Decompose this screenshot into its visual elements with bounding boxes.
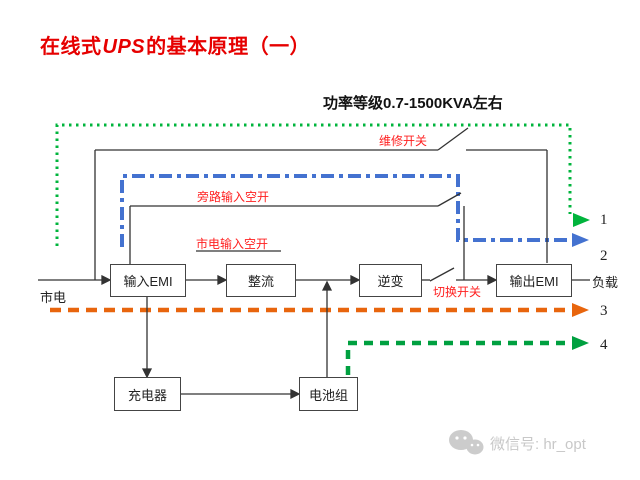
title-pre: 在线式	[40, 36, 102, 58]
main-input-arrow	[101, 274, 112, 286]
flow-path-3-mains	[50, 303, 589, 317]
page-title: 在线式UPS的基本原理（一）	[40, 30, 310, 59]
path-number-4: 4	[600, 337, 608, 353]
maintenance-switch-label: 维修开关	[379, 134, 428, 148]
flow-path-1-arrow	[573, 213, 590, 227]
power-rating-label: 功率等级0.7-1500KVA左右	[323, 95, 503, 112]
title-ups: UPS	[102, 36, 146, 58]
watermark: 微信号: hr_opt	[448, 428, 586, 458]
maintenance-switch-symbol	[437, 127, 469, 151]
path-number-3: 3	[600, 303, 608, 319]
box-inverter: 逆变	[359, 264, 422, 297]
flow-path-1-maintenance	[55, 123, 590, 246]
flow-path-2-bypass	[120, 174, 589, 247]
flow-path-3-arrow	[572, 303, 589, 317]
flow-path-4-battery	[345, 336, 589, 391]
path-number-2: 2	[600, 248, 608, 264]
mains-breaker-label: 市电输入空开	[196, 237, 269, 251]
flow-path-4-arrow	[572, 336, 589, 350]
path-number-1: 1	[600, 212, 608, 228]
title-post: 的基本原理（一）	[146, 36, 311, 58]
bypass-breaker-label: 旁路输入空开	[197, 190, 270, 204]
black-circuit-lines	[38, 127, 590, 400]
box-rectifier: 整流	[226, 264, 296, 297]
wechat-icon	[449, 430, 484, 455]
transfer-switch-symbol	[429, 267, 455, 282]
watermark-text: 微信号: hr_opt	[490, 435, 586, 453]
box-output-emi: 输出EMI	[496, 264, 572, 297]
flow-path-2-arrow	[572, 233, 589, 247]
maintenance-circuit-line	[94, 149, 438, 280]
transfer-switch-label: 切换开关	[433, 285, 482, 299]
box-input-emi: 输入EMI	[110, 264, 186, 297]
load-label: 负载	[592, 275, 619, 290]
mains-label: 市电	[40, 290, 67, 305]
box-charger: 充电器	[114, 377, 181, 411]
bypass-switch-symbol	[437, 192, 462, 207]
box-battery: 电池组	[299, 377, 358, 411]
